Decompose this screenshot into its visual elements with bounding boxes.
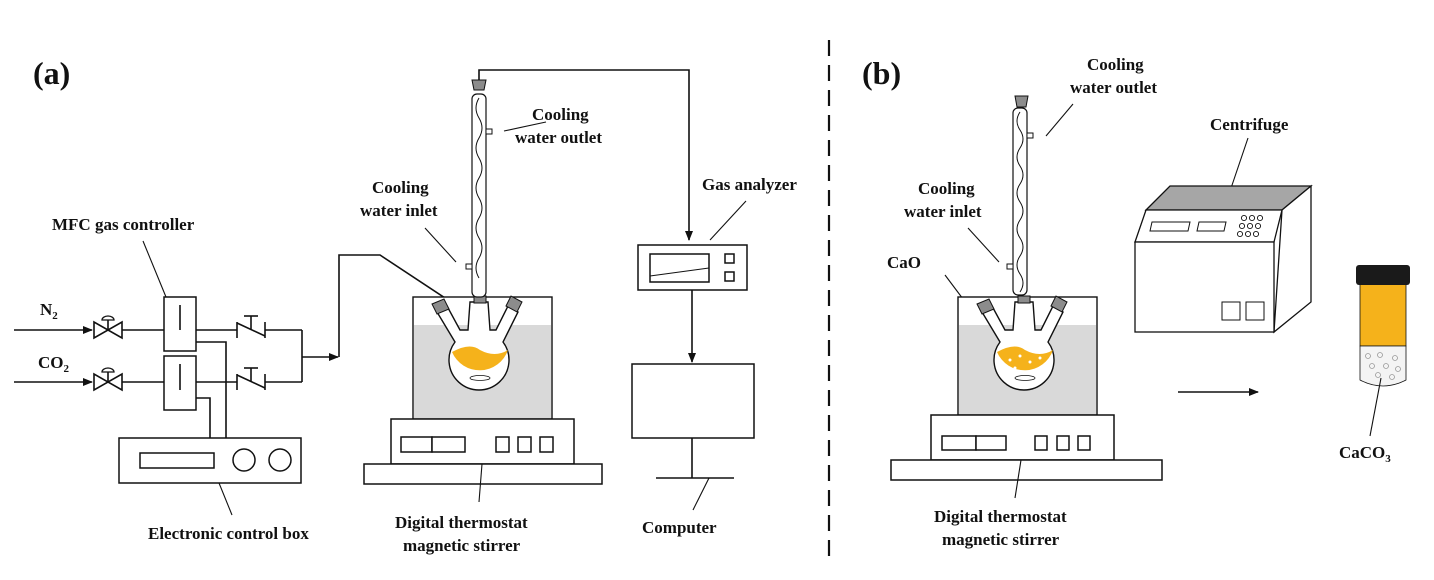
gas-analyzer-label: Gas analyzer (702, 175, 797, 194)
computer-monitor (631, 363, 755, 439)
n2-label: N2 (40, 300, 58, 322)
computer-label: Computer (642, 518, 717, 537)
stirrer-a-base (363, 463, 603, 485)
panel-a-label: (a) (33, 55, 70, 91)
mfc-n2-box (163, 296, 197, 352)
n2-shutoff-valve-icon (236, 315, 266, 338)
cooling-inlet-a-label-1: Cooling (372, 178, 429, 197)
co2-shutoff-valve-icon (236, 367, 266, 390)
cooling-outlet-b-label-2: water outlet (1070, 78, 1157, 97)
stirrer-a-label-1: Digital thermostat (395, 513, 528, 532)
three-neck-flask-a (431, 295, 523, 391)
stirrer-b-label-2: magnetic stirrer (942, 530, 1060, 549)
centrifuge-label: Centrifuge (1210, 115, 1289, 134)
condenser-b (1006, 95, 1034, 296)
centrifuge (1134, 184, 1313, 334)
stirrer-b-base (890, 459, 1163, 481)
three-neck-flask-b (976, 295, 1068, 391)
stirrer-a-label-2: magnetic stirrer (403, 536, 521, 555)
n2-valve-icon (93, 315, 123, 340)
condenser-a (465, 79, 493, 298)
co2-valve-icon (93, 367, 123, 392)
panel-b-label: (b) (862, 55, 901, 91)
control-box-label: Electronic control box (148, 524, 309, 543)
mfc-leader-line (142, 240, 167, 298)
stirrer-b-label-1: Digital thermostat (934, 507, 1067, 526)
mfc-label: MFC gas controller (52, 215, 195, 234)
cooling-outlet-b-label-1: Cooling (1087, 55, 1144, 74)
gas-outlet-line (478, 69, 693, 241)
cooling-inlet-b-label-2: water inlet (904, 202, 982, 221)
cooling-outlet-a-label-1: Cooling (532, 105, 589, 124)
co2-label: CO2 (38, 353, 70, 375)
cooling-inlet-b-label-1: Cooling (918, 179, 975, 198)
cooling-outlet-a-label-2: water outlet (515, 128, 602, 147)
cao-label: CaO (887, 253, 921, 272)
caco3-label: CaCO3 (1339, 443, 1391, 465)
centrifuge-tube (1356, 265, 1410, 387)
cooling-inlet-a-label-2: water inlet (360, 201, 438, 220)
